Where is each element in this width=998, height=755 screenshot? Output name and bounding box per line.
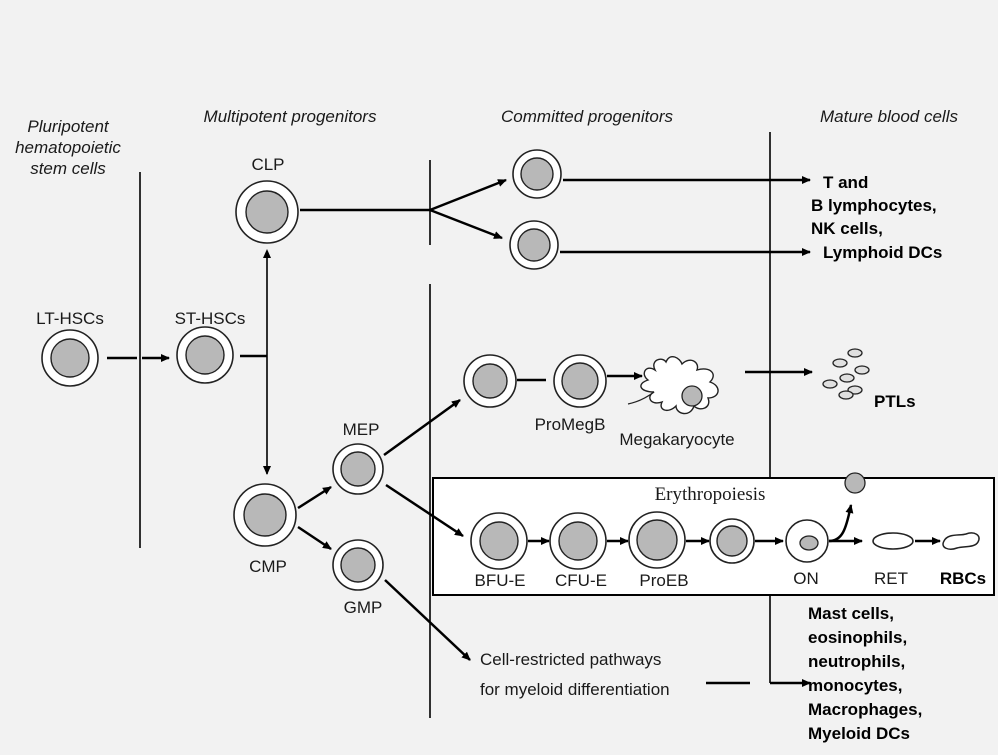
gmp-cell [332,539,384,591]
megakaryocyte-label: Megakaryocyte [619,430,734,449]
gmp-label: GMP [344,598,383,617]
on-label: ON [793,569,819,588]
expelled-nucleus [844,472,866,494]
gmp-to-myeloid-arrow [384,579,471,661]
lymphoid-output-line4: Lymphoid DCs [823,243,942,262]
clp-upper-arrow [429,178,507,212]
on-cell [785,519,829,563]
st-hsc-cell [176,326,234,384]
bfu-e-label: BFU-E [475,571,526,590]
header-stem-line3: stem cells [30,159,106,178]
cmp-to-gmp-arrow [297,525,332,551]
header-stem-line1: Pluripotent [27,117,110,136]
st-hsc-label: ST-HSCs [175,309,246,328]
myeloid-pathway-line2: for myeloid differentiation [480,680,670,699]
myeloid-output-line1: Mast cells, [808,604,894,623]
mep-label: MEP [343,420,380,439]
promegb-label: ProMegB [535,415,606,434]
lymphoid-progenitor-upper [512,149,562,199]
header-mature: Mature blood cells [820,107,958,126]
myeloid-output-line4: monocytes, [808,676,902,695]
header-committed: Committed progenitors [501,107,673,126]
cfu-e-cell [549,512,607,570]
mep-to-meg-arrow [383,398,461,457]
lt-hsc-cell [41,329,99,387]
myeloid-output-line3: neutrophils, [808,652,905,671]
meg-progenitor-cell [463,354,517,408]
myeloid-output-line5: Macrophages, [808,700,922,719]
myeloid-output-line6: Myeloid DCs [808,724,910,743]
lymphoid-output-line2: B lymphocytes, [811,196,937,215]
ret-label: RET [874,569,908,588]
bfu-e-cell [470,512,528,570]
cmp-to-mep-arrow [297,485,332,510]
proeb-label: ProEB [639,571,688,590]
clp-cell [235,180,299,244]
megakaryocyte-cell [627,355,719,415]
myeloid-output-line2: eosinophils, [808,628,907,647]
clp-lower-arrow [429,208,503,240]
rbcs-label: RBCs [940,569,986,588]
myeloid-pathway-line1: Cell-restricted pathways [480,650,661,669]
ret-cell [872,532,914,550]
mep-to-erythroid-arrow [385,483,464,538]
platelets-icon [822,348,870,400]
promegb-cell [553,354,607,408]
erythropoiesis-title: Erythropoiesis [655,484,766,505]
cfu-e-label: CFU-E [555,571,607,590]
clp-label: CLP [251,155,284,174]
header-stem-line2: hematopoietic [15,138,121,157]
cmp-cell [233,483,297,547]
proeb-cell-2 [709,518,755,564]
proeb-cell-1 [628,511,686,569]
header-multipotent: Multipotent progenitors [204,107,377,126]
rbc-shape [942,532,980,550]
lymphoid-output-line3: NK cells, [811,219,883,238]
ptls-label: PTLs [874,392,916,411]
mep-cell [332,443,384,495]
lt-hsc-label: LT-HSCs [36,309,104,328]
cmp-label: CMP [249,557,287,576]
lymphoid-output-line1: T and [823,173,868,192]
lymphoid-progenitor-lower [509,220,559,270]
